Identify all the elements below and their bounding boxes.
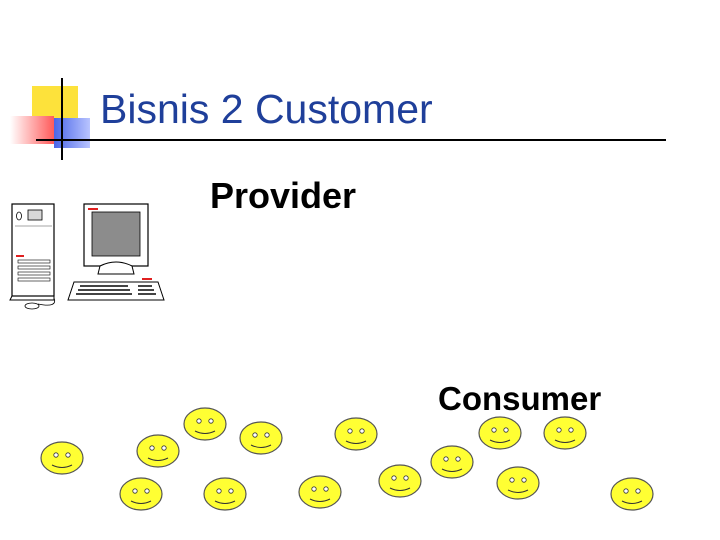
computer-monitor-icon (83, 203, 149, 275)
smiley-face-icon (334, 417, 378, 451)
smiley-face-icon (478, 416, 522, 450)
consumer-label: Consumer (438, 380, 602, 417)
smiley-face-icon (136, 434, 180, 468)
provider-label: Provider (210, 175, 357, 216)
smiley-face-icon (119, 477, 163, 511)
smiley-face-icon (239, 421, 283, 455)
deco-vertical-line (61, 78, 63, 160)
deco-horizontal-line (36, 139, 666, 141)
smiley-face-icon (298, 475, 342, 509)
computer-tower-icon (9, 203, 55, 301)
smiley-face-icon (40, 441, 84, 475)
slide-title: Bisnis 2 Customer (100, 86, 433, 132)
smiley-face-icon (543, 416, 587, 450)
smiley-face-icon (203, 477, 247, 511)
deco-blue-square (54, 118, 90, 148)
smiley-face-icon (378, 464, 422, 498)
computer-mouse-icon (24, 297, 56, 310)
computer-keyboard-icon (67, 278, 165, 301)
smiley-face-icon (496, 466, 540, 500)
desktop-computer-icon (9, 203, 165, 310)
smiley-face-icon (183, 407, 227, 441)
smiley-face-icon (430, 445, 474, 479)
smiley-face-icon (610, 477, 654, 511)
